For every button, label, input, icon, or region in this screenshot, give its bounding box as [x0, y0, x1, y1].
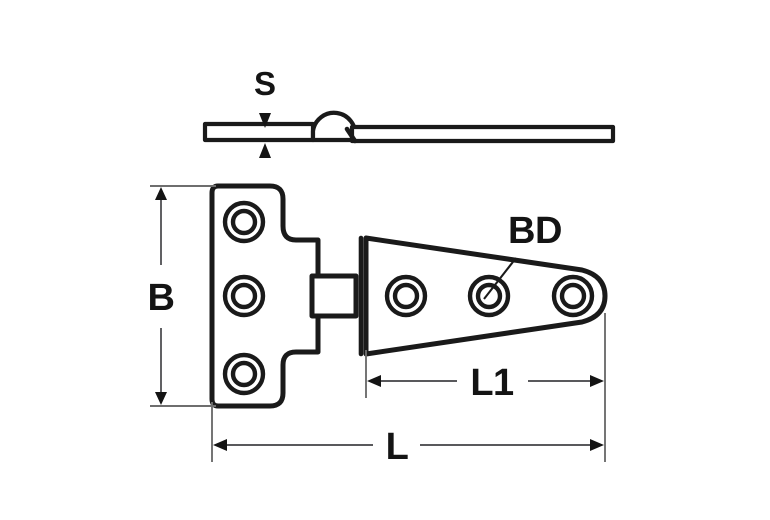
plan-view-knuckle-block	[309, 273, 359, 319]
dim-l-arrow-left	[213, 439, 227, 451]
edge-view-right-leaf	[349, 124, 616, 144]
hole-taper-2	[467, 274, 511, 318]
dim-s-arrow-top	[259, 113, 271, 128]
rectangular-leaf-holes	[222, 200, 266, 396]
dim-s-label: S	[254, 65, 276, 102]
dim-l1-arrow-left	[367, 375, 381, 387]
dim-bd-label: BD	[508, 210, 562, 252]
dimension-bd: BD	[483, 210, 562, 300]
edge-view-knuckle-seam	[344, 126, 358, 144]
dim-s-arrow-bottom	[259, 143, 271, 158]
dim-b-label: B	[148, 277, 175, 319]
dim-l-label: L	[386, 426, 409, 468]
tapered-leaf-holes	[384, 274, 595, 318]
hole-rect-3	[222, 352, 266, 396]
dim-l1-arrow-right	[590, 375, 604, 387]
hole-rect-2	[222, 274, 266, 318]
edge-view-left-leaf	[202, 121, 316, 143]
dim-l-arrow-right	[590, 439, 604, 451]
hole-taper-1	[384, 274, 428, 318]
edge-view	[202, 110, 616, 144]
dim-b-arrow-top	[155, 187, 167, 200]
dimension-b: B	[148, 185, 216, 407]
hole-taper-3	[551, 274, 595, 318]
dim-b-arrow-bottom	[155, 392, 167, 405]
dimension-s: S	[254, 65, 276, 158]
dim-bd-leader-line	[483, 257, 517, 300]
dimension-l1: L1	[365, 313, 606, 404]
dimension-l: L	[211, 398, 606, 468]
hole-rect-1	[222, 200, 266, 244]
dim-l1-label: L1	[470, 362, 514, 404]
